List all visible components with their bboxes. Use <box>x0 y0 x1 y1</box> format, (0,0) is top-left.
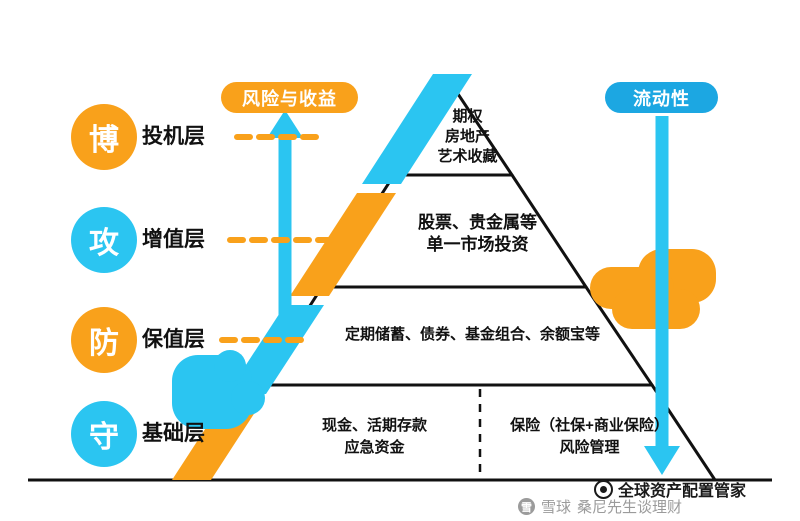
tier-line: 单一市场投资 <box>426 235 529 254</box>
right-cloud-shape <box>590 249 716 329</box>
tier-line: 现金、活期存款 <box>321 417 427 434</box>
tier-text-preservation: 定期储蓄、债券、基金组合、余额宝等 <box>305 325 640 345</box>
watermark-author: 桑尼先生谈理财 <box>577 499 683 516</box>
tier-line: 房地产 <box>444 128 490 145</box>
level-label-foundation: 基础层 <box>142 422 205 445</box>
level-char-foundation: 守 <box>89 421 119 454</box>
risk-return-label: 风险与收益 <box>242 88 337 109</box>
tier-text-growth: 股票、贵金属等 单一市场投资 <box>375 212 580 256</box>
level-label-preservation: 保值层 <box>142 328 205 351</box>
stripe-speculation <box>362 74 472 184</box>
level-circle-growth: 攻 <box>71 207 137 273</box>
watermark-secondary: 雪 雪球 桑尼先生谈理财 <box>518 496 682 517</box>
stripe-preservation <box>227 305 324 394</box>
liquidity-pill: 流动性 <box>605 82 718 113</box>
tier-text-speculation: 期权 房地产 艺术收藏 <box>405 107 530 167</box>
pyramid-shape <box>196 83 717 482</box>
tier-text-foundation-right: 保险（社保+商业保险） 风险管理 <box>487 415 692 459</box>
tier-line: 股票、贵金属等 <box>418 213 537 232</box>
stripe-growth <box>290 193 396 296</box>
liquidity-label: 流动性 <box>633 88 690 109</box>
compass-icon <box>594 479 613 499</box>
level-circle-speculation: 博 <box>71 104 137 170</box>
xueqiu-logo-icon: 雪 <box>518 498 535 515</box>
risk-return-pill: 风险与收益 <box>221 82 358 113</box>
level-connector-dashes <box>219 134 335 343</box>
tier-line: 风险管理 <box>559 439 620 456</box>
level-char-growth: 攻 <box>89 227 119 260</box>
tier-text-foundation-left: 现金、活期存款 应急资金 <box>287 415 462 459</box>
level-char-speculation: 博 <box>89 124 119 157</box>
tier-line: 期权 <box>452 108 483 125</box>
tier-line: 定期储蓄、债券、基金组合、余额宝等 <box>344 326 600 343</box>
level-label-speculation: 投机层 <box>142 125 205 148</box>
tier-line: 保险（社保+商业保险） <box>510 417 669 434</box>
tier-line: 艺术收藏 <box>437 148 498 165</box>
level-char-preservation: 防 <box>89 327 119 360</box>
level-label-growth: 增值层 <box>142 228 205 251</box>
watermark-primary-text: 全球资产配置管家 <box>618 483 747 500</box>
level-circle-preservation: 防 <box>71 307 137 373</box>
tier-line: 应急资金 <box>344 439 405 456</box>
watermark-brand: 雪球 <box>541 499 572 516</box>
left-cloud-shape <box>172 350 265 429</box>
level-circle-foundation: 守 <box>71 401 137 467</box>
watermark-primary: 全球资产配置管家 <box>594 477 746 501</box>
liquidity-down-arrow <box>644 116 680 475</box>
